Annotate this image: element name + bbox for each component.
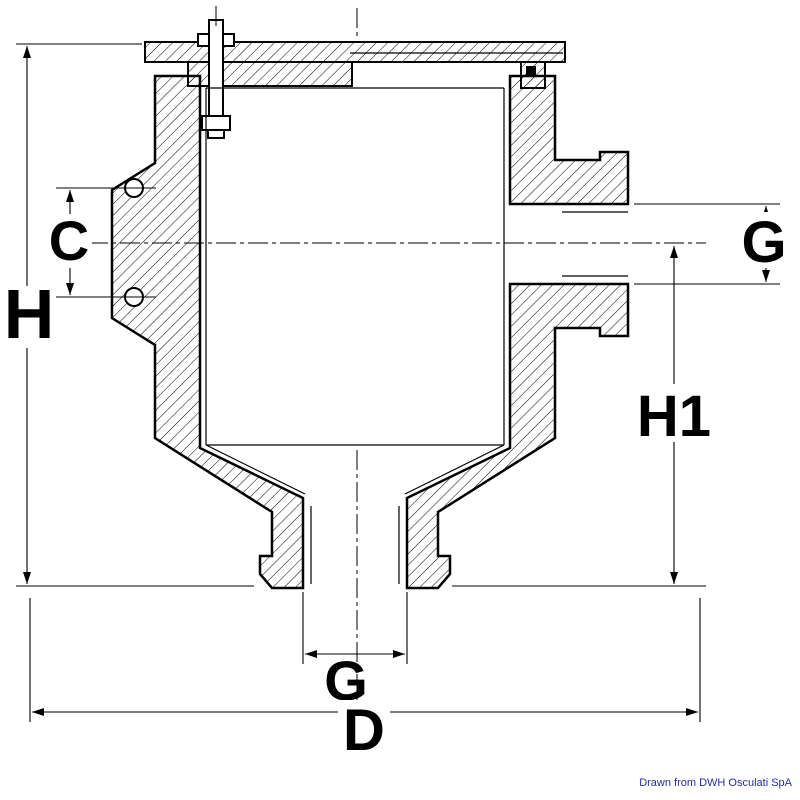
housing-right-wall-lower [405,282,630,590]
dim-label-D: D [343,698,385,763]
housing-right-wall-upper [508,74,630,206]
dimension-G-bottom [302,592,408,664]
dim-label-H-mask [4,286,54,348]
dim-label-D-mask [338,700,390,756]
dim-label-C: C [49,209,89,272]
dim-label-C-mask [46,214,92,268]
dimension-labels: H C G H1 G D [4,209,788,763]
basket-funnel-right [404,444,505,495]
dim-label-H1-mask [630,384,718,442]
centerlines [88,6,706,706]
dim-label-H1: H1 [637,384,711,449]
dim-label-G-side: G [741,210,786,275]
lid-oring-dot [526,66,536,76]
basket-funnel-left [205,444,306,495]
bolt-foot-tip [207,129,225,139]
housing-left-wall [110,74,305,590]
credit-text: Drawn from DWH Osculati SpA [639,777,792,789]
lid-plate [144,41,566,63]
housing-section [110,74,630,590]
dim-label-H: H [4,275,55,353]
thread-detail [310,211,628,584]
filter-basket [205,87,505,495]
bolt-shaft [208,19,224,121]
dim-label-G-side-mask [740,212,788,268]
